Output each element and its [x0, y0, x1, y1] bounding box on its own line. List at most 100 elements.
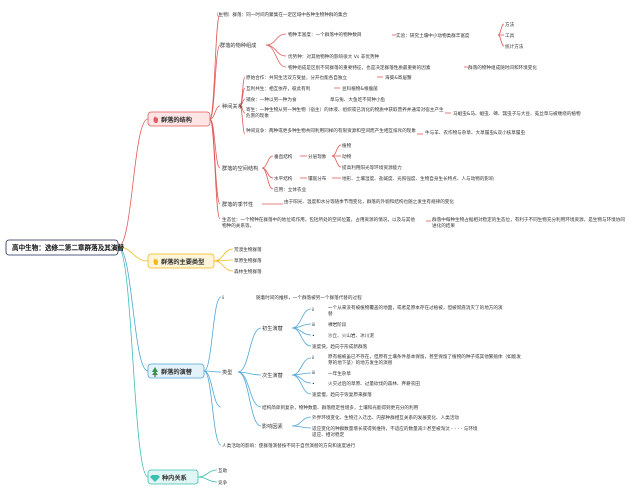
connector-line [203, 370, 222, 446]
connector-line [291, 327, 312, 347]
connector-line [331, 144, 342, 157]
predation-node[interactable]: 捕食：一种以另一种为食 [246, 96, 297, 103]
connector-line [265, 33, 287, 46]
secondary-example-node[interactable]: 火灾过后的草原、过量砍伐的森林、弃耕农田 [328, 380, 420, 387]
connector-line [197, 476, 218, 483]
dominant-species-node[interactable]: 优势种：对其他物种的影响很大 Vs 非优势种 [288, 53, 380, 60]
connector-line [331, 155, 342, 168]
branch-label-structure: 群落的结构 [160, 116, 192, 124]
connector-line [203, 296, 222, 372]
community-definition[interactable]: （生物）群落：同一时间内聚集在一定区域中各种生物种群的集合 [214, 11, 348, 18]
experiment-node[interactable]: 实验：研究土壤中小动物类群丰富度 [396, 32, 470, 39]
tools-node[interactable]: 工具 [505, 33, 515, 39]
connector-line [265, 44, 287, 57]
intraspecific-subtree: 互助 竞争 [218, 467, 228, 486]
factor-2-node[interactable]: 适应变化的种群数量增长或得到维持，不适应的数量减少甚至被淘汰 - - - - 与… [312, 425, 479, 438]
horizontal-structure-node[interactable]: 水平结构 [274, 175, 293, 182]
competition-note[interactable]: 牛与羊、农作物与杂草、大草履虫&双小核草履虫 [425, 129, 525, 136]
seasonality-node[interactable]: 由于阳光、温度和水分等随季节而变化，群落的外貌和结构也随之发生有规律的变化 [284, 198, 454, 205]
connector-line [209, 44, 221, 120]
stratification-node[interactable]: 分层现象 [308, 153, 327, 160]
mosaic-node[interactable]: 镶嵌分布 [308, 175, 327, 182]
connector-line [203, 370, 222, 408]
vertical-structure-node[interactable]: 垂直结构 [274, 153, 293, 160]
application-node[interactable]: 应用：立体农业 [274, 186, 307, 193]
primary-definition[interactable]: 一个从来没有被植物覆盖的地面，或者是原本存在过植被，但被彻底消灭了的地方的演 替 [328, 304, 504, 317]
root-to-succession-connector [117, 246, 149, 372]
horizontal-factors-node[interactable]: 地形、土壤湿度、盐碱度、光照强度、生物自身生长特点、人与动物的影响 [342, 175, 494, 182]
marker-s2: ⅲ [312, 370, 315, 376]
connector-line [237, 371, 262, 376]
primary-example-node[interactable]: 沙丘、火山岩、冰川泥 [328, 332, 374, 339]
richness-node[interactable]: 物种丰富度：一个群落中的物种数目 [288, 31, 362, 38]
branch-types[interactable]: 群落的主要类型 [147, 253, 215, 269]
resource-use-node[interactable]: 提高利用阳光等环境资源能力 [342, 164, 402, 171]
factor-1-node[interactable]: 外界环境变化、生物迁入迁出、内部种群相互关系的发展变化、人类活动 [312, 414, 459, 421]
niche-node[interactable]: 生态位：一个物种在群落中的地位或作用，包括所处的空间位置，占用资源的情况，以及与… [222, 216, 416, 229]
animals-node[interactable]: 动物 [342, 153, 352, 160]
mutualism-proto-note[interactable]: 海葵&寄居蟹 [385, 74, 412, 81]
connector-line [291, 374, 312, 395]
statistics-node[interactable]: 统计方法 [505, 43, 524, 50]
connector-line [203, 370, 222, 373]
succession-trend-node[interactable]: 结构简单到复杂，物种数量、群落稳定性增多，土壤和光能得到更充分的利用 [262, 404, 419, 411]
spatial-structure-label[interactable]: 群落的空间结构 [222, 164, 258, 172]
connector-line [291, 357, 312, 376]
secondary-stage-node[interactable]: 一年生杂草 [328, 370, 351, 377]
connector-line [497, 23, 505, 36]
human-impact-node[interactable]: 人类活动的影响：使群落演替按不同于自然演替的方向和速度进行 [222, 442, 356, 449]
root-to-types-connector [117, 246, 149, 262]
competition-node[interactable]: 种间竞争：两种或更多种生物共同利用同样的有限资源和空间而产生相互排斥的现象 [246, 127, 416, 134]
marker-p2: ⅲ [312, 322, 315, 328]
forest-community-node[interactable]: 森林生物群落 [234, 268, 262, 275]
connector-line [209, 13, 221, 120]
branch-label-succession: 群落的演替 [160, 368, 193, 376]
composition-change-note[interactable]: 群落的物种组成随时间和环境变化 [468, 64, 537, 71]
composition-change-node[interactable]: 物种组成是区别不同群落的重要特征，也是决定群落性质最重要的因素 [288, 64, 431, 71]
fire-icon [153, 116, 158, 123]
desert-community-node[interactable]: 荒漠生物群落 [234, 246, 262, 253]
factors-label[interactable]: 影响因素 [262, 422, 283, 430]
connector-line [291, 425, 312, 429]
connector-line [209, 105, 221, 120]
marker-p1: ⅱ [312, 307, 314, 313]
succession-definition[interactable]: 随着时间的推移，一个群落被另一个群落代替的过程 [256, 294, 362, 301]
succession-types-label[interactable]: 类型 [222, 368, 232, 376]
secondary-speed-node[interactable]: 速度慢，趋向于恢复原来群落 [312, 391, 372, 398]
secondary-definition[interactable]: 原有植被虽已不存在，但原有土壤条件基本保留，甚至保留了植物的种子或其他繁殖体（如… [328, 353, 522, 366]
secondary-succession-label[interactable]: 次生演替 [262, 371, 283, 379]
competition-intra-node[interactable]: 竞争 [218, 479, 228, 486]
method-node[interactable]: 方法 [505, 21, 515, 28]
interspecific-label[interactable]: 种间关系 [222, 102, 243, 110]
mutualism-note[interactable]: 豆科植物&根瘤菌 [342, 85, 378, 92]
predation-note[interactable]: 草与兔、大鱼吃不同种小鱼 [330, 96, 386, 103]
grassland-community-node[interactable]: 草原生物群落 [234, 257, 262, 264]
marker-s1: ⅱ [312, 355, 314, 361]
plants-node[interactable]: 植物 [342, 142, 352, 149]
mutual-aid-node[interactable]: 互助 [218, 467, 228, 474]
connector-line [209, 118, 221, 220]
marker-s3: • [312, 382, 315, 387]
primary-succession-label[interactable]: 初生演替 [262, 324, 283, 332]
connector-line [213, 248, 234, 262]
mutualism-node[interactable]: 互利共生：相互依存，彼此有利 [246, 85, 311, 92]
branch-structure[interactable]: 群落的结构 [147, 111, 211, 127]
root-to-intraspecific-connector [117, 246, 149, 478]
root-node[interactable]: 高中生物：选修二第二章群落及其演替 [5, 239, 124, 256]
parasitism-note[interactable]: 马蛔虫&马、蛔虫、蜱、瓢虫子与大豆、菟丝草与被缠绕的植物 [453, 110, 581, 117]
primary-stage-node[interactable]: 裸岩阶段 [328, 321, 347, 328]
connector-line [261, 167, 274, 190]
mutualism-proto-node[interactable]: 原始合作：共同生活双方受益，分开也能各自独立 [246, 74, 347, 81]
branch-succession[interactable]: 群落的演替 [147, 363, 205, 379]
primary-speed-node[interactable]: 速度快，趋向于形成新群落 [312, 343, 368, 350]
types-subtree: 荒漠生物群落 草原生物群落 森林生物群落 [234, 246, 262, 275]
connector-line [291, 374, 312, 384]
niche-note[interactable]: 群落中每种生物占据相对稳定的生态位，有利于不同生物充分利用环境资源，是生物与环境… [432, 216, 626, 229]
root-label: 高中生物：选修二第二章群落及其演替 [12, 243, 124, 252]
parasitism-node[interactable]: 寄生：一种生物从另一种生物（宿主）的体液、组织或已消化的物质中获取营养并通常对宿… [246, 106, 445, 119]
seasonality-label[interactable]: 群落的季节性 [222, 200, 253, 208]
marker-i: ⅱ [222, 295, 224, 301]
species-composition-label[interactable]: 群落的物种组成 [220, 41, 256, 49]
branch-intraspecific[interactable]: 种内关系 [147, 469, 199, 485]
